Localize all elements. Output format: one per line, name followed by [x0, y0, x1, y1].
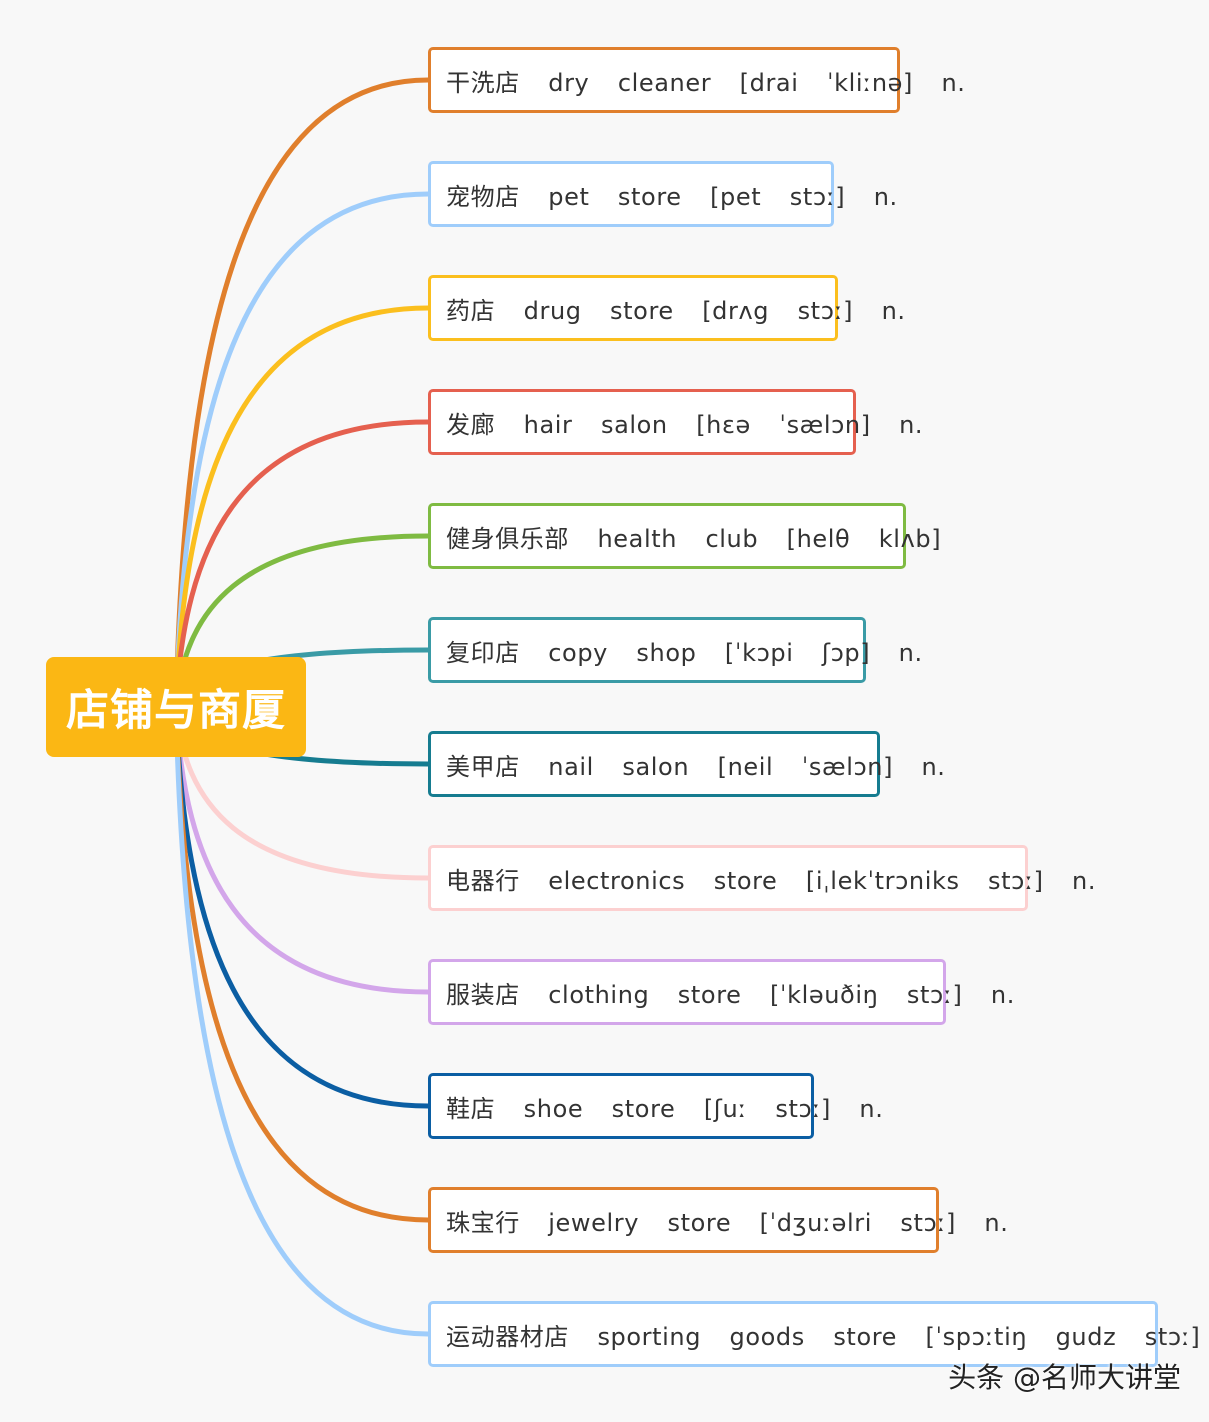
connector-line-2 [173, 191, 431, 710]
connector-line-10 [173, 704, 431, 1109]
branch-node-6[interactable]: 复印店 copy shop [ˈkɔpi ʃɔp] n. [428, 617, 922, 683]
connector-line-12 [173, 704, 431, 1337]
branch-node-8[interactable]: 电器行 electronics store [iˌlekˈtrɔniks stɔ… [428, 845, 1095, 911]
branch-node-7[interactable]: 美甲店 nail salon [neil ˈsælɔn] n. [428, 731, 945, 797]
connector-line-4 [173, 419, 431, 710]
branch-node-11[interactable]: 珠宝行 jewelry store [ˈdʒuːəlri stɔː] n. [428, 1187, 1008, 1253]
branch-node-12[interactable]: 运动器材店 sporting goods store [ˈspɔːtiŋ gud… [428, 1301, 1200, 1367]
branch-node-4[interactable]: 发廊 hair salon [hɛə ˈsælɔn] n. [428, 389, 923, 455]
branch-node-2[interactable]: 宠物店 pet store [pet stɔː] n. [428, 161, 897, 227]
branch-node-9[interactable]: 服装店 clothing store [ˈkləuðiŋ stɔː] n. [428, 959, 1014, 1025]
branch-node-10[interactable]: 鞋店 shoe store [ʃuː stɔː] n. [428, 1073, 883, 1139]
connector-line-3 [173, 305, 431, 710]
root-node[interactable]: 店铺与商厦 [46, 657, 306, 757]
watermark: 头条 @名师大讲堂 [948, 1361, 1181, 1394]
branch-node-1[interactable]: 干洗店 dry cleaner [drai ˈkliːnə] n. [428, 47, 965, 113]
branch-node-5[interactable]: 健身俱乐部 health club [helθ klʌb] [428, 503, 941, 569]
branch-node-3[interactable]: 药店 drug store [drʌg stɔː] n. [428, 275, 905, 341]
connector-line-1 [173, 77, 431, 710]
